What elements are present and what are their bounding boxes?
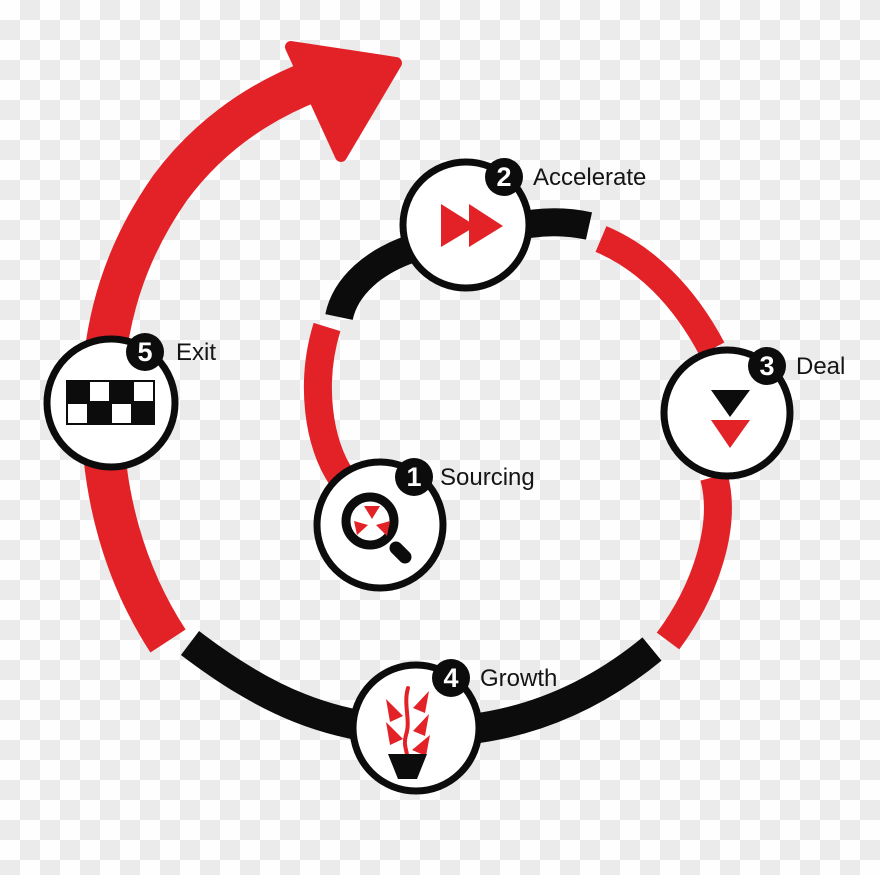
- accelerate-badge: [485, 158, 523, 196]
- exit-arrowhead-icon: [285, 41, 402, 162]
- accelerate-label: Accelerate: [533, 164, 646, 191]
- exit-badge: [126, 333, 164, 371]
- exit-arrow-tail: [80, 60, 323, 653]
- growth-number: 4: [443, 663, 458, 693]
- accelerate-number: 2: [496, 162, 511, 192]
- node-growth: 4 Growth: [349, 659, 557, 795]
- deal-label: Deal: [796, 353, 845, 380]
- deal-number: 3: [759, 351, 774, 381]
- node-deal: 3 Deal: [660, 346, 845, 480]
- magnifier-icon: [341, 492, 412, 564]
- sourcing-badge: [395, 458, 433, 496]
- segment-sourcing-red: [303, 322, 354, 487]
- sourcing-label: Sourcing: [440, 464, 535, 491]
- growing-plant-icon: [386, 686, 430, 779]
- node-accelerate: 2 Accelerate: [399, 158, 646, 292]
- deal-badge: [748, 347, 786, 385]
- fast-forward-icon: [441, 204, 503, 247]
- exit-number: 5: [137, 337, 152, 367]
- segment-to-deal-red: [595, 226, 725, 356]
- node-exit: 5 Exit: [43, 333, 216, 471]
- checkered-flag-icon: [66, 380, 155, 425]
- exit-label: Exit: [176, 339, 216, 366]
- growth-label: Growth: [480, 665, 557, 692]
- node-sourcing: 1 Sourcing: [313, 458, 535, 592]
- double-down-arrows-icon: [711, 390, 750, 448]
- growth-badge: [432, 659, 470, 697]
- segment-from-deal-red: [656, 473, 732, 650]
- sourcing-number: 1: [406, 462, 421, 492]
